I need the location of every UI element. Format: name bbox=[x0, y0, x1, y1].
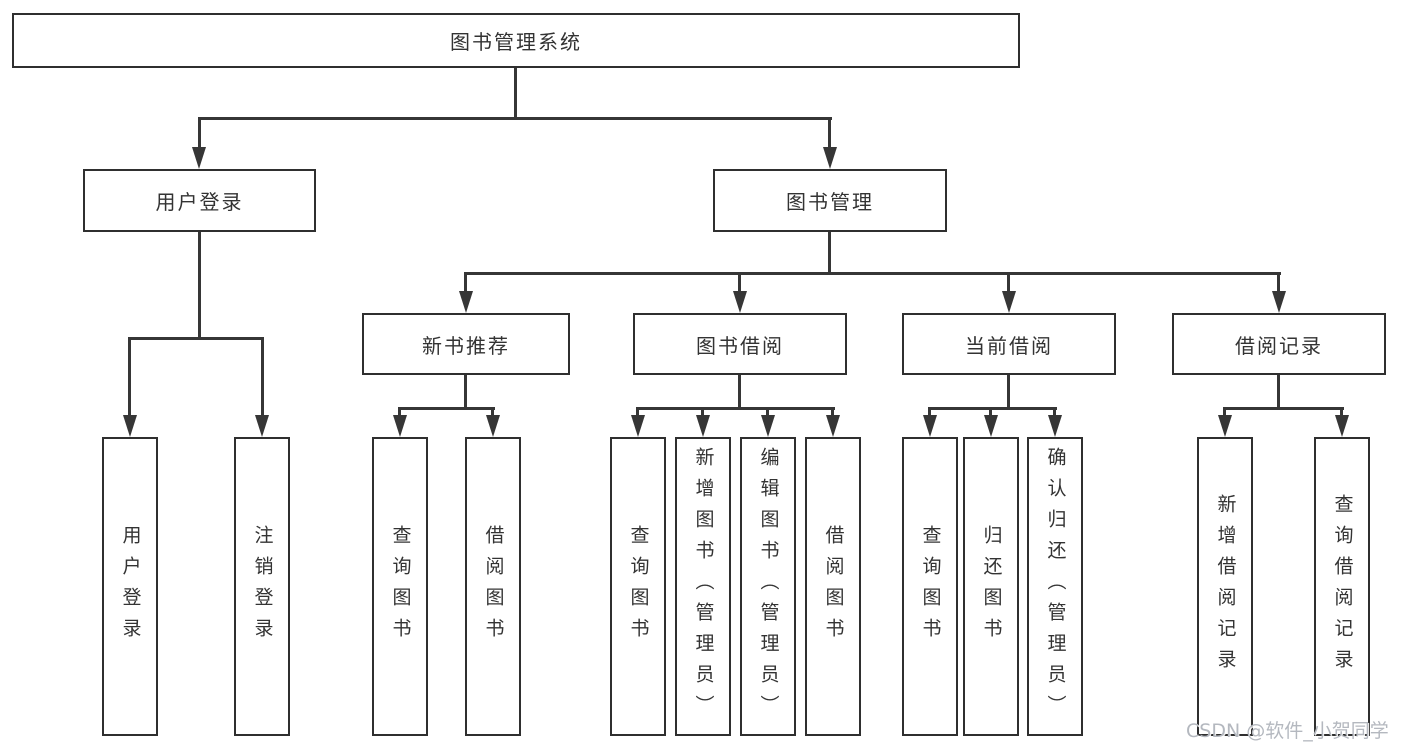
leaf-return-book: 归还图书 bbox=[963, 437, 1019, 736]
connector-line bbox=[828, 117, 831, 150]
connector-line bbox=[766, 407, 769, 419]
node-borrowing-records: 借阅记录 bbox=[1172, 313, 1386, 375]
connector-line bbox=[1007, 375, 1010, 407]
node-root-label: 图书管理系统 bbox=[450, 30, 582, 54]
connector-line bbox=[989, 407, 992, 419]
leaf-add-book-admin: 新增图书（管理员） bbox=[675, 437, 731, 736]
node-book-management: 图书管理 bbox=[713, 169, 947, 232]
connector-line bbox=[491, 407, 494, 419]
node-user-login-label: 用户登录 bbox=[155, 190, 244, 214]
leaf-return-book-label: 归还图书 bbox=[980, 524, 1003, 649]
leaf-user-login-label: 用户登录 bbox=[119, 524, 142, 649]
leaf-edit-book-admin-label: 编辑图书（管理员） bbox=[757, 447, 780, 726]
connector-line bbox=[828, 232, 831, 272]
arrow-down-icon bbox=[255, 415, 269, 437]
connector-line bbox=[464, 272, 1281, 275]
node-book-borrowing-label: 图书借阅 bbox=[696, 333, 784, 358]
leaf-query-books-current: 查询图书 bbox=[902, 437, 958, 736]
connector-line bbox=[1053, 407, 1056, 419]
connector-line bbox=[198, 117, 832, 120]
arrow-down-icon bbox=[631, 415, 645, 437]
node-user-login: 用户登录 bbox=[83, 169, 316, 232]
arrow-down-icon bbox=[486, 415, 500, 437]
leaf-logout: 注销登录 bbox=[234, 437, 290, 736]
node-current-borrowing: 当前借阅 bbox=[902, 313, 1116, 375]
leaf-edit-book-admin: 编辑图书（管理员） bbox=[740, 437, 796, 736]
node-book-borrowing: 图书借阅 bbox=[633, 313, 847, 375]
connector-line bbox=[464, 375, 467, 407]
connector-line bbox=[1277, 375, 1280, 407]
arrow-down-icon bbox=[733, 291, 747, 313]
connector-line bbox=[1223, 407, 1226, 419]
connector-line bbox=[464, 272, 467, 294]
leaf-query-borrow-record: 查询借阅记录 bbox=[1314, 437, 1370, 736]
leaf-logout-label: 注销登录 bbox=[251, 524, 274, 649]
connector-line bbox=[928, 407, 931, 419]
connector-line bbox=[514, 68, 517, 117]
leaf-add-book-admin-label: 新增图书（管理员） bbox=[692, 447, 715, 726]
leaf-confirm-return-admin-label: 确认归还（管理员） bbox=[1044, 447, 1067, 726]
node-borrowing-records-label: 借阅记录 bbox=[1235, 333, 1323, 358]
arrow-down-icon bbox=[696, 415, 710, 437]
arrow-down-icon bbox=[823, 147, 837, 169]
connector-line bbox=[1224, 407, 1344, 410]
connector-line bbox=[128, 337, 131, 418]
arrow-down-icon bbox=[1335, 415, 1349, 437]
leaf-add-borrow-record-label: 新增借阅记录 bbox=[1214, 493, 1237, 680]
csdn-watermark: CSDN @软件_小贺同学 bbox=[1186, 720, 1389, 742]
leaf-query-books-borrowing-label: 查询图书 bbox=[627, 524, 650, 649]
connector-line bbox=[637, 407, 835, 410]
leaf-borrow-books-label: 借阅图书 bbox=[822, 524, 845, 649]
node-book-management-label: 图书管理 bbox=[786, 190, 874, 214]
connector-line bbox=[738, 375, 741, 407]
connector-line bbox=[701, 407, 704, 419]
arrow-down-icon bbox=[1048, 415, 1062, 437]
connector-line bbox=[831, 407, 834, 419]
arrow-down-icon bbox=[984, 415, 998, 437]
leaf-borrow-books-recommend-label: 借阅图书 bbox=[482, 524, 505, 649]
leaf-borrow-books: 借阅图书 bbox=[805, 437, 861, 736]
node-root-system: 图书管理系统 bbox=[12, 13, 1020, 68]
leaf-user-login: 用户登录 bbox=[102, 437, 158, 736]
leaf-add-borrow-record: 新增借阅记录 bbox=[1197, 437, 1253, 736]
connector-line bbox=[261, 337, 264, 418]
connector-line bbox=[1340, 407, 1343, 419]
node-new-book-recommend: 新书推荐 bbox=[362, 313, 570, 375]
arrow-down-icon bbox=[826, 415, 840, 437]
leaf-borrow-books-recommend: 借阅图书 bbox=[465, 437, 521, 736]
arrow-down-icon bbox=[192, 147, 206, 169]
arrow-down-icon bbox=[393, 415, 407, 437]
arrow-down-icon bbox=[1002, 291, 1016, 313]
arrow-down-icon bbox=[459, 291, 473, 313]
arrow-down-icon bbox=[1218, 415, 1232, 437]
connector-line bbox=[636, 407, 639, 419]
connector-line bbox=[128, 337, 264, 340]
connector-line bbox=[738, 272, 741, 294]
leaf-query-books-borrowing: 查询图书 bbox=[610, 437, 666, 736]
connector-line bbox=[1007, 272, 1010, 294]
arrow-down-icon bbox=[923, 415, 937, 437]
connector-line bbox=[198, 232, 201, 337]
leaf-query-borrow-record-label: 查询借阅记录 bbox=[1331, 493, 1354, 680]
connector-line bbox=[1277, 272, 1280, 294]
leaf-query-books-recommend-label: 查询图书 bbox=[389, 524, 412, 649]
node-new-book-recommend-label: 新书推荐 bbox=[422, 333, 510, 358]
arrow-down-icon bbox=[123, 415, 137, 437]
node-current-borrowing-label: 当前借阅 bbox=[965, 333, 1053, 358]
connector-line bbox=[398, 407, 401, 419]
leaf-query-books-recommend: 查询图书 bbox=[372, 437, 428, 736]
connector-line bbox=[929, 407, 1057, 410]
leaf-confirm-return-admin: 确认归还（管理员） bbox=[1027, 437, 1083, 736]
arrow-down-icon bbox=[1272, 291, 1286, 313]
connector-line bbox=[399, 407, 495, 410]
leaf-query-books-current-label: 查询图书 bbox=[919, 524, 942, 649]
arrow-down-icon bbox=[761, 415, 775, 437]
connector-line bbox=[198, 117, 201, 150]
